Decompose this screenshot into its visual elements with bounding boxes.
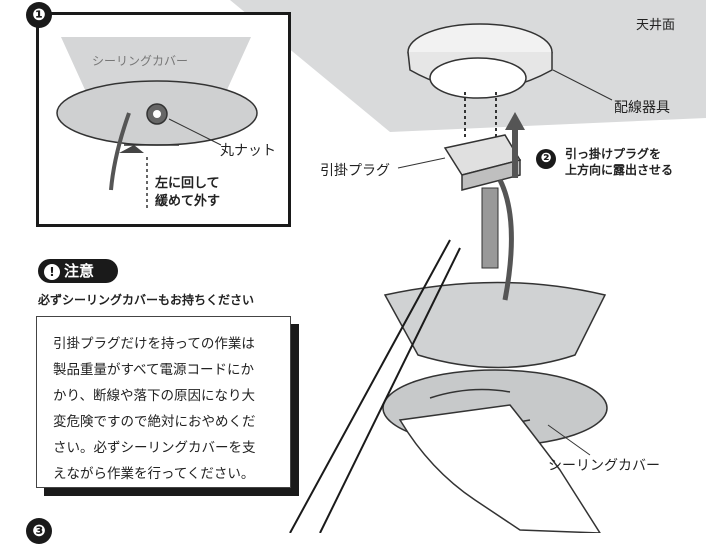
step1-badge: ❶ — [26, 2, 52, 28]
warning-line: 製品重量がすべて電源コードにか — [53, 362, 255, 378]
step3-badge: ❸ — [26, 518, 52, 544]
step2-badge: ❷ — [536, 149, 556, 169]
plug-label: 引掛プラグ — [320, 163, 390, 179]
step1-illustration — [56, 37, 258, 210]
caution-title: 注意 — [64, 262, 95, 280]
fixture-label: 配線器具 — [614, 100, 670, 116]
exclamation-icon: ! — [44, 263, 60, 280]
nut-label: 丸ナット — [220, 143, 276, 159]
step2-instruction-line2: 上方向に露出させる — [565, 163, 674, 177]
warning-box: 引掛プラグだけを持っての作業は 製品重量がすべて電源コードにか かり、断線や落下… — [36, 316, 291, 488]
caution-badge: !注意 — [38, 259, 118, 283]
step2-instruction-line1: 引っ掛けプラグを — [565, 147, 662, 161]
warning-line: 変危険ですので絶対におやめくだ — [53, 414, 256, 430]
warning-line: さい。必ずシーリングカバーを支 — [53, 440, 256, 456]
ceiling-surface-label: 天井面 — [636, 18, 676, 33]
step1-cover-label: シーリングカバー — [92, 54, 189, 68]
step1-panel — [36, 12, 291, 227]
step1-instruction-line2: 緩めて外す — [155, 194, 221, 209]
step1-instruction-line1: 左に回して — [155, 176, 220, 191]
warning-line: かり、断線や落下の原因になり大 — [53, 388, 255, 404]
cover-label: シーリングカバー — [548, 458, 660, 474]
warning-line: 引掛プラグだけを持っての作業は — [53, 336, 255, 352]
caution-subtitle: 必ずシーリングカバーもお持ちください — [38, 293, 255, 307]
warning-line: えながら作業を行ってください。 — [53, 466, 255, 482]
ceiling-surface — [230, 0, 706, 533]
